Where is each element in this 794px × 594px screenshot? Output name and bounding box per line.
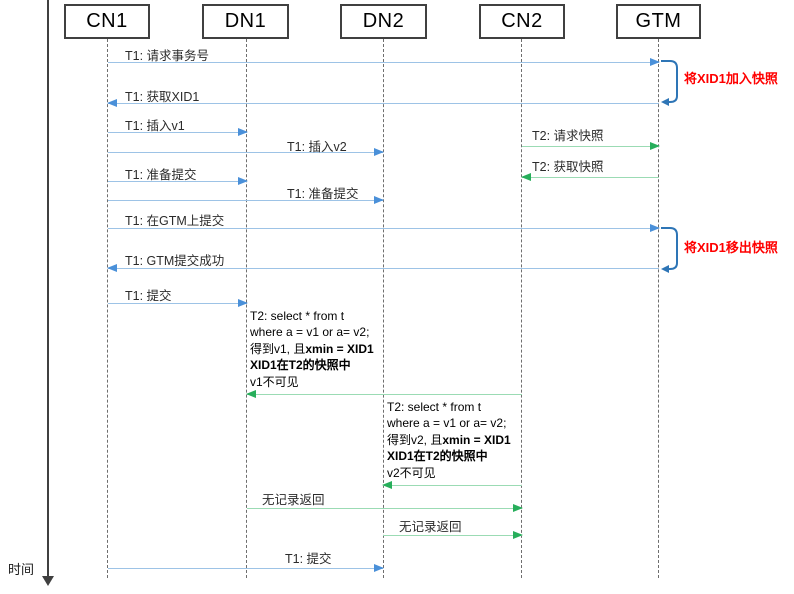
arrow-line <box>522 176 659 179</box>
arrow-line <box>247 507 522 510</box>
arrow-line <box>108 102 659 105</box>
message-label-t2-request-snapshot: T2: 请求快照 <box>532 129 604 143</box>
message-arrow-t2-select-dn2 <box>382 481 522 490</box>
arrowhead-left-icon <box>107 99 117 107</box>
arrow-line <box>247 393 522 396</box>
arrowhead-right-icon <box>513 531 523 539</box>
message-label-t1-insert-v2: T1: 插入v2 <box>287 140 347 154</box>
time-axis-label: 时间 <box>8 562 35 577</box>
arrowhead-right-icon <box>238 299 248 307</box>
actor-label-cn1: CN1 <box>86 10 128 32</box>
message-label-t1-insert-v1: T1: 插入v1 <box>125 119 185 133</box>
actor-box-dn1: DN1 <box>202 4 289 39</box>
lifeline-gtm <box>658 39 659 578</box>
message-arrow-t2-get-snapshot <box>521 173 659 182</box>
message-arrow-t1-request-txid <box>108 58 660 67</box>
note-line: XID1在T2的快照中 <box>387 449 488 464</box>
note-line: XID1在T2的快照中 <box>250 358 351 373</box>
message-label-t1-get-xid1: T1: 获取XID1 <box>125 90 200 104</box>
note-line: T2: select * from t <box>250 309 345 323</box>
arrow-line <box>108 267 659 270</box>
actor-box-cn1: CN1 <box>64 4 150 39</box>
arrow-line <box>383 534 522 537</box>
arrow-line <box>108 180 247 183</box>
message-arrow-t2-no-record-dn2 <box>383 531 523 540</box>
arrowhead-left-icon <box>107 264 117 272</box>
lifeline-cn1 <box>107 39 108 578</box>
arrow-line <box>108 131 247 134</box>
message-arrow-t2-request-snapshot <box>522 142 660 151</box>
message-arrow-t1-get-xid1 <box>107 99 659 108</box>
actor-label-dn1: DN1 <box>224 10 267 32</box>
lifeline-cn2 <box>521 39 522 578</box>
lifeline-dn2 <box>383 39 384 578</box>
message-arrow-t1-commit-dn2 <box>108 564 384 573</box>
arrow-line <box>108 567 383 570</box>
message-label-t1-gtm-commit-ok: T1: GTM提交成功 <box>125 254 225 268</box>
arrow-line <box>108 302 247 305</box>
message-arrow-t1-prepare-dn2 <box>108 196 384 205</box>
note-line: v2不可见 <box>387 465 436 480</box>
note-line: T2: select * from t <box>387 400 482 414</box>
message-label-t2-get-snapshot: T2: 获取快照 <box>532 160 604 174</box>
message-label-t1-prepare-dn1: T1: 准备提交 <box>125 168 197 182</box>
arrow-line <box>522 145 659 148</box>
arrow-line <box>108 151 383 154</box>
message-label-t2-no-record-dn2: 无记录返回 <box>399 520 462 534</box>
arrowhead-left-icon <box>521 173 531 181</box>
arrow-line <box>108 227 659 230</box>
message-arrow-t1-insert-v2 <box>108 148 384 157</box>
actor-box-dn2: DN2 <box>340 4 427 39</box>
note-t2-select-dn1: T2: select * from t where a = v1 or a= v… <box>250 308 374 390</box>
arrowhead-right-icon <box>650 58 660 66</box>
bracket-add-xid1-icon <box>661 60 678 106</box>
time-axis-line <box>47 0 49 577</box>
message-label-t1-commit-dn2: T1: 提交 <box>285 552 332 566</box>
actor-box-gtm: GTM <box>616 4 701 39</box>
arrowhead-right-icon <box>374 196 384 204</box>
note-line: 得到v2, 且xmin = XID1 <box>387 432 511 447</box>
arrow-line <box>383 484 522 487</box>
lifeline-dn1 <box>246 39 247 578</box>
arrowhead-left-icon <box>382 481 392 489</box>
message-label-t2-no-record-dn1: 无记录返回 <box>262 493 325 507</box>
annotation-remove-xid1: 将XID1移出快照 <box>684 240 778 255</box>
note-line: 得到v1, 且xmin = XID1 <box>250 341 374 356</box>
message-arrow-t2-no-record-dn1 <box>247 504 523 513</box>
message-arrow-t1-prepare-dn1 <box>108 177 248 186</box>
arrowhead-right-icon <box>513 504 523 512</box>
message-label-t1-commit-on-gtm: T1: 在GTM上提交 <box>125 214 225 228</box>
actor-box-cn2: CN2 <box>479 4 565 39</box>
message-arrow-t1-gtm-commit-ok <box>107 264 659 273</box>
annotation-add-xid1: 将XID1加入快照 <box>684 71 778 86</box>
arrow-line <box>108 61 659 64</box>
bracket-remove-xid1-icon <box>661 227 678 273</box>
message-label-t1-request-txid: T1: 请求事务号 <box>125 49 210 63</box>
message-arrow-t1-commit-on-gtm <box>108 224 660 233</box>
message-label-t1-commit-dn1: T1: 提交 <box>125 289 172 303</box>
arrowhead-right-icon <box>650 142 660 150</box>
arrowhead-right-icon <box>374 564 384 572</box>
time-axis-arrowhead-icon <box>42 576 54 586</box>
actor-label-cn2: CN2 <box>501 10 543 32</box>
message-arrow-t2-select-dn1 <box>246 390 522 399</box>
arrow-line <box>108 199 383 202</box>
note-line: where a = v1 or a= v2; <box>250 325 370 340</box>
actor-label-dn2: DN2 <box>362 10 405 32</box>
message-arrow-t1-commit-dn1 <box>108 299 248 308</box>
note-line: v1不可见 <box>250 374 299 389</box>
arrowhead-right-icon <box>238 128 248 136</box>
note-line: where a = v1 or a= v2; <box>387 416 507 431</box>
arrowhead-left-icon <box>246 390 256 398</box>
message-label-t1-prepare-dn2: T1: 准备提交 <box>287 187 359 201</box>
arrowhead-right-icon <box>374 148 384 156</box>
arrowhead-right-icon <box>650 224 660 232</box>
arrowhead-right-icon <box>238 177 248 185</box>
message-arrow-t1-insert-v1 <box>108 128 248 137</box>
actor-label-gtm: GTM <box>635 10 682 32</box>
note-t2-select-dn2: T2: select * from t where a = v1 or a= v… <box>387 399 511 481</box>
